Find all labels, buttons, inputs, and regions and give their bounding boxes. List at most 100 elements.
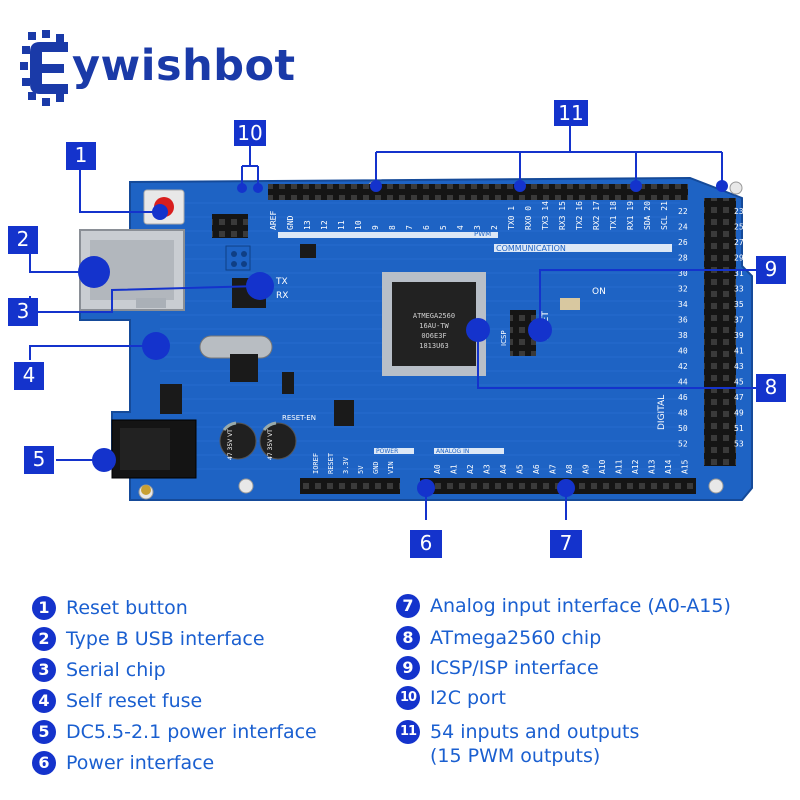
right-pin-label: 27 [734,238,744,247]
top-pin-label: 9 [371,225,380,230]
legend-text: Type B USB interface [66,628,265,650]
legend: 1 Reset button 2 Type B USB interface 3 … [0,588,800,788]
right-pin-label: 44 [678,378,688,387]
legend-item-10: 10 I2C port [396,686,506,710]
top-pin-label: SDA 20 [643,201,652,230]
mount-hole [708,478,724,494]
right-pin-label: 35 [734,300,744,309]
power-pin-label: IOREF [312,453,320,474]
top-pin-label: 6 [422,225,431,230]
right-pin-label: 23 [734,207,744,216]
top-pin-label: 10 [354,220,363,230]
top-pin-label: 5 [439,225,448,230]
legend-number: 11 [396,720,420,744]
analog-pin-label: A4 [499,464,508,474]
top-pin-label: 4 [456,225,465,230]
legend-number: 5 [32,720,56,744]
chip-line: ATMEGA2560 [413,312,455,320]
cap-label: 47 35V VT [267,429,274,460]
legend-text-line2: (15 PWM outputs) [430,745,601,767]
top-pin-label: RX0 0 [524,206,533,230]
right-pin-label: 49 [734,409,744,418]
right-pin-label: 33 [734,285,744,294]
legend-item-4: 4 Self reset fuse [32,689,202,713]
legend-text: 54 inputs and outputs (15 PWM outputs) [430,720,639,768]
right-pin-label: 52 [678,440,688,449]
legend-text: ATmega2560 chip [430,627,602,649]
right-header [704,198,736,466]
top-pin-label: SCL 21 [660,201,669,230]
atmega2560-chip: ATMEGA2560 16AU-TW 0O6E3F 1813U63 [382,272,486,376]
legend-text-line1: 54 inputs and outputs [430,721,640,743]
legend-item-6: 6 Power interface [32,751,214,775]
right-pin-label: 30 [678,269,688,278]
cap-label: 47 35V VT [227,429,234,460]
right-pin-label: 31 [734,269,744,278]
analog-pin-label: A3 [483,464,492,474]
legend-item-9: 9 ICSP/ISP interface [396,656,599,680]
right-pin-label: 34 [678,300,688,309]
right-pin-label: 47 [734,393,744,402]
pwm-label: PWM [474,230,491,238]
analog-pin-label: A5 [516,464,525,474]
power-header [300,478,400,494]
right-pin-label: 51 [734,424,744,433]
legend-number: 6 [32,751,56,775]
chip-line: 1813U63 [419,342,449,350]
mount-hole [729,181,743,195]
reset-en-label: RESET-EN [282,414,316,422]
legend-number: 4 [32,689,56,713]
top-header [268,184,688,200]
analog-label: ANALOG IN [436,448,469,455]
digital-label: DIGITAL [657,395,667,430]
callout-7: 7 [550,530,582,558]
capacitor-1 [219,421,257,460]
analog-pin-label: A1 [450,464,459,474]
legend-text: ICSP/ISP interface [430,657,599,679]
chip-line: 16AU-TW [419,322,449,330]
callout-1: 1 [66,142,96,170]
legend-text: I2C port [430,687,506,709]
right-pin-label: 25 [734,223,744,232]
legend-number: 7 [396,594,420,618]
tx-label: TX [275,277,288,287]
right-pin-label: 39 [734,331,744,340]
right-pin-label: 38 [678,331,688,340]
top-pin-label: RX3 15 [558,201,567,230]
right-pin-label: 37 [734,316,744,325]
brand-logo [20,28,290,108]
legend-text: Serial chip [66,659,166,681]
right-pin-label: 48 [678,409,688,418]
analog-pin-label: A2 [466,464,475,474]
capacitor-2 [259,421,297,460]
callout-9: 9 [756,256,786,284]
on-label: ON [592,287,606,297]
power-pin-label: 3.3V [342,456,350,474]
gear-logo-icon [20,30,68,106]
analog-pin-label: A12 [631,459,640,474]
analog-pin-label: A9 [582,464,591,474]
icsp-label: ICSP [500,330,508,346]
analog-pin-label: A14 [664,459,673,474]
legend-text: Power interface [66,752,215,774]
analog-pin-label: A13 [648,459,657,474]
callout-8: 8 [756,374,786,402]
chip-line: 0O6E3F [421,332,446,340]
arduino-mega-board: ATMEGA2560 16AU-TW 0O6E3F 1813U63 RESET … [29,126,758,520]
legend-text: Reset button [66,597,188,619]
top-pin-label: 2 [490,225,499,230]
legend-text: DC5.5-2.1 power interface [66,721,317,743]
callout-10: 10 [234,120,266,146]
legend-number: 3 [32,658,56,682]
legend-number: 9 [396,656,420,680]
legend-text: Analog input interface (A0-A15) [430,595,731,617]
top-pin-label: TX3 14 [541,201,550,230]
power-pin-label: VIN [387,461,395,474]
callout-6: 6 [410,530,442,558]
legend-item-3: 3 Serial chip [32,658,166,682]
comm-label: COMMUNICATION [496,244,566,253]
callout-3: 3 [8,298,38,326]
callout-4: 4 [14,362,44,390]
